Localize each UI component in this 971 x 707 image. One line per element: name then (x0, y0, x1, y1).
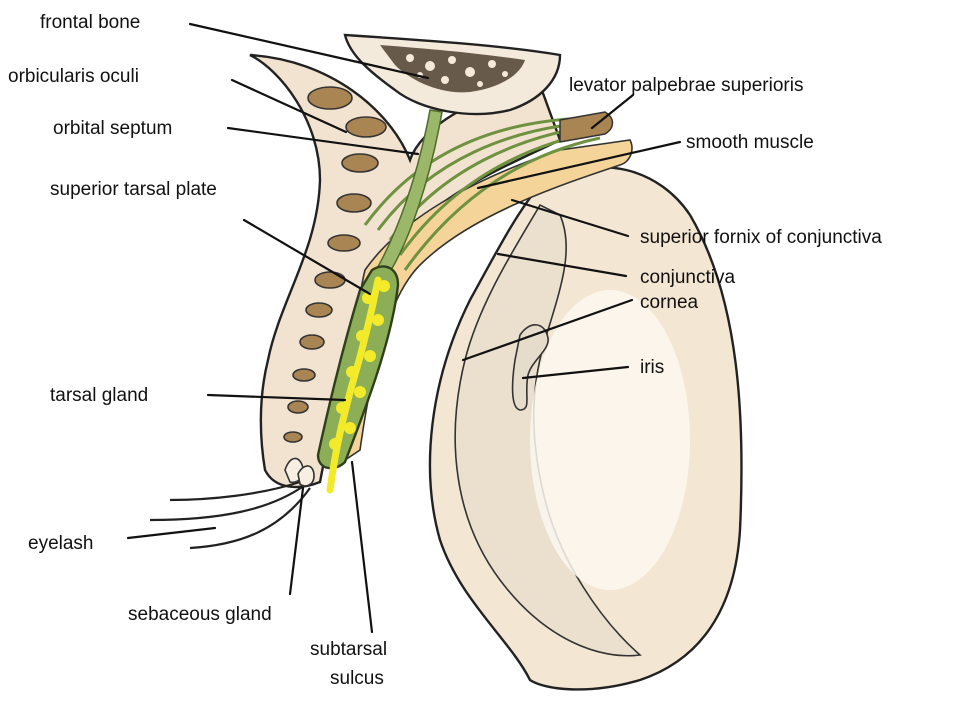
label-subtarsal-sulcus-line1: subtarsal (310, 639, 387, 660)
label-iris: iris (640, 357, 664, 378)
label-eyelash: eyelash (28, 533, 94, 554)
label-conjunctiva: conjunctiva (640, 267, 735, 288)
labels: frontal bone orbicularis oculi orbital s… (8, 12, 882, 689)
orbicularis-oval (328, 235, 360, 251)
leader-eyelash (128, 528, 215, 538)
orbicularis-oval (293, 369, 315, 381)
orbicularis-oval (306, 303, 332, 317)
label-tarsal-gland: tarsal gland (50, 385, 148, 406)
label-subtarsal-sulcus-line2: sulcus (330, 668, 384, 689)
orbicularis-oval (337, 194, 371, 212)
label-superior-tarsal-plate: superior tarsal plate (50, 179, 217, 200)
iris-glow (530, 290, 690, 590)
orbicularis-oval (315, 272, 345, 288)
eyelashes (150, 482, 310, 548)
orbicularis-oval (300, 335, 324, 349)
leader-subtarsal-sulcus (352, 462, 372, 632)
orbicularis-oval (284, 432, 302, 442)
orbicularis-oval (342, 154, 378, 172)
label-smooth-muscle: smooth muscle (686, 132, 814, 153)
label-sebaceous-gland: sebaceous gland (128, 604, 272, 625)
orbicularis-oval (346, 117, 386, 137)
orbicularis-oval (308, 87, 352, 109)
frontal-bone (345, 35, 560, 114)
orbicularis-oval (288, 401, 308, 413)
label-levator: levator palpebrae superioris (569, 75, 803, 96)
label-orbital-septum: orbital septum (53, 118, 172, 139)
label-cornea: cornea (640, 292, 699, 313)
label-superior-fornix: superior fornix of conjunctiva (640, 227, 882, 248)
label-frontal-bone: frontal bone (40, 12, 140, 33)
label-orbicularis-oculi: orbicularis oculi (8, 66, 139, 87)
